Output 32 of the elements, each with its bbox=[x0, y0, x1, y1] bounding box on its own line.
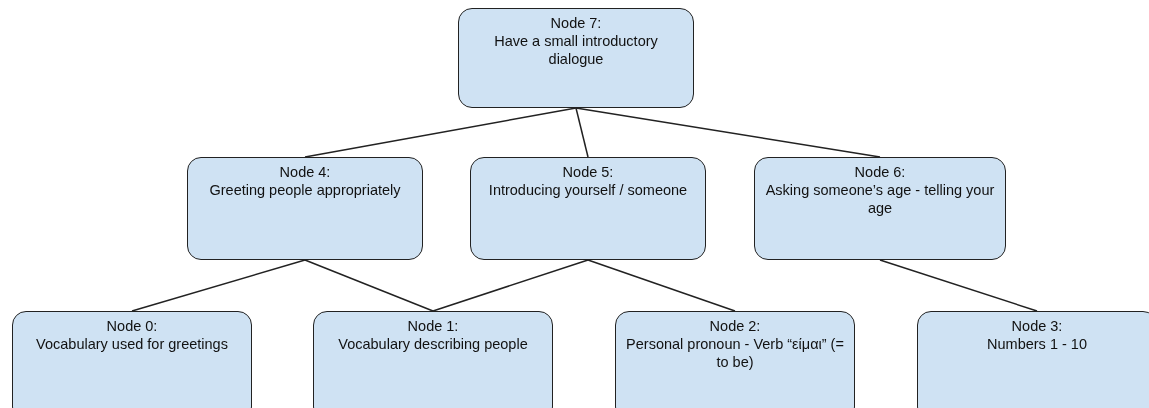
topic-box bbox=[313, 311, 553, 408]
node-heading: Node 0: bbox=[105, 317, 159, 335]
node-heading: Node 7: bbox=[549, 14, 603, 32]
topic-box bbox=[12, 311, 252, 408]
node-description: Numbers 1 - 10 bbox=[986, 335, 1088, 353]
node-description: Greeting people appropriately bbox=[208, 181, 402, 199]
node-heading: Node 4: bbox=[278, 163, 332, 181]
topic-box bbox=[754, 157, 1006, 260]
topic-box bbox=[470, 157, 706, 260]
connector-line bbox=[587, 259, 736, 312]
topic-box bbox=[615, 311, 855, 408]
topic-box bbox=[187, 157, 423, 260]
connector-line bbox=[432, 259, 589, 312]
node-heading: Node 6: bbox=[853, 163, 907, 181]
node-description: Vocabulary used for greetings bbox=[35, 335, 229, 353]
node-heading: Node 3: bbox=[1010, 317, 1064, 335]
node-heading: Node 1: bbox=[406, 317, 460, 335]
node-description: Vocabulary describing people bbox=[337, 335, 529, 353]
topic-box bbox=[917, 311, 1149, 408]
topic-box bbox=[458, 8, 694, 108]
connector-line bbox=[131, 259, 306, 312]
node-heading: Node 5: bbox=[561, 163, 615, 181]
connector-line bbox=[575, 107, 589, 158]
connector-line bbox=[879, 259, 1038, 312]
node-description: Introducing yourself / someone bbox=[487, 181, 689, 199]
node-description: Asking someone’s age - telling your age bbox=[765, 181, 995, 217]
node-heading: Node 2: bbox=[708, 317, 762, 335]
connector-line bbox=[304, 107, 577, 158]
node-description: Personal pronoun - Verb “είμαι” (= to be) bbox=[626, 335, 844, 371]
connector-line bbox=[575, 107, 881, 158]
node-description: Have a small introductory dialogue bbox=[493, 32, 659, 68]
connector-line bbox=[304, 259, 434, 312]
